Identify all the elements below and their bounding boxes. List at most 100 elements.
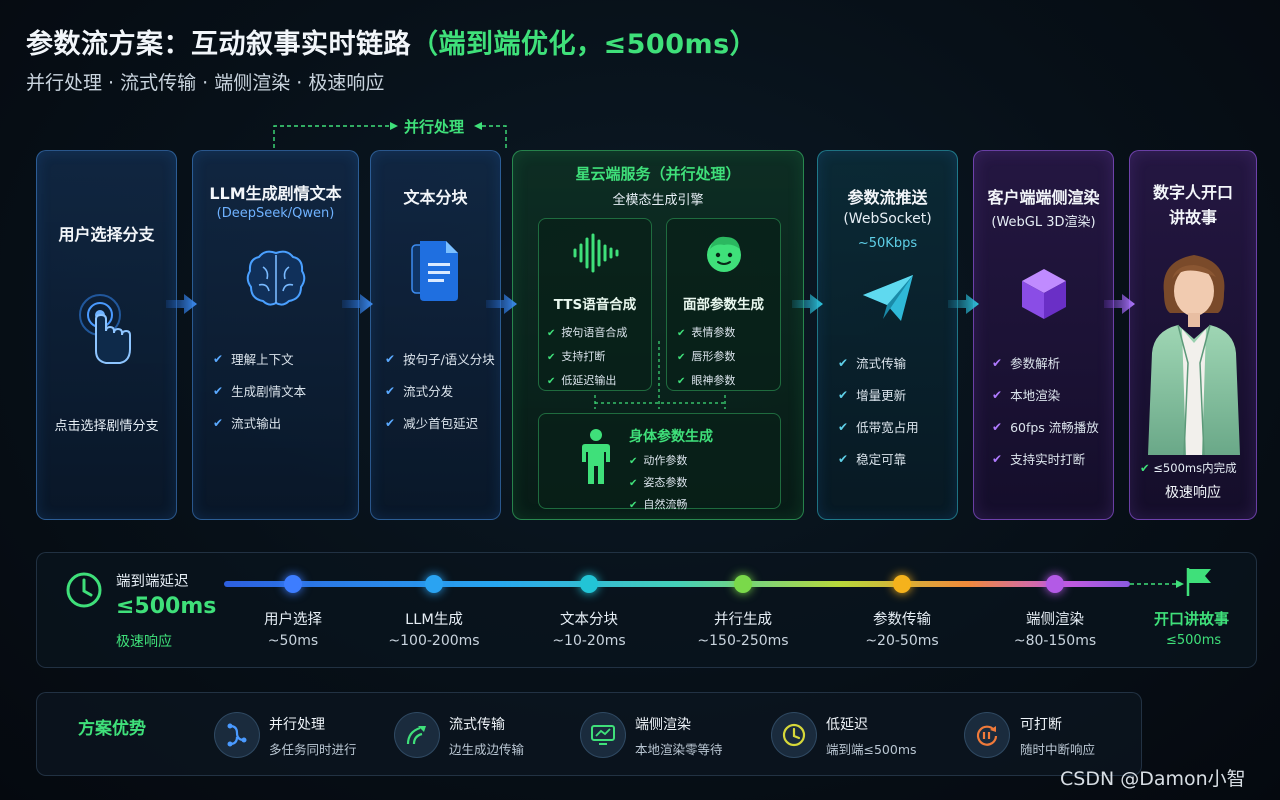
list-item: ✔低带宽占用: [838, 419, 919, 436]
flow-arrow-icon: [792, 294, 823, 314]
llm-bullets: ✔理解上下文 ✔生成剧情文本 ✔流式输出: [213, 349, 306, 445]
list-item: ✔唇形参数: [677, 350, 736, 363]
list-item: ✔流式分发: [385, 383, 454, 400]
timeline-stage-time: ~20-50ms: [865, 633, 939, 649]
tts-bullets: ✔按句语音合成 ✔支持打断 ✔低延迟输出: [547, 324, 627, 396]
avatar: [1144, 243, 1244, 459]
flow-arrow-icon: [486, 294, 517, 314]
list-item: ✔流式传输: [838, 355, 907, 372]
face-bullets: ✔表情参数 ✔唇形参数 ✔眼神参数: [677, 324, 735, 396]
tts-subcard: TTS语音合成 ✔按句语音合成 ✔支持打断 ✔低延迟输出: [538, 218, 652, 391]
face-icon: [702, 231, 746, 279]
card-subtitle: 全模态生成引擎: [612, 193, 704, 208]
clock-icon: [771, 712, 817, 758]
card-title-line2: 讲故事: [1168, 208, 1217, 227]
stream-icon: [394, 712, 440, 758]
advantage-name: 端侧渲染: [635, 717, 691, 733]
advantage-name: 流式传输: [449, 717, 505, 733]
list-item: ✔按句子/语义分块: [385, 351, 495, 368]
list-item: ✔眼神参数: [677, 374, 736, 387]
cloud-service-card: 星云端服务（并行处理） 全模态生成引擎 TTS语音合成 ✔按句语音合成 ✔支持打…: [512, 150, 804, 520]
sub-title: 面部参数生成: [683, 297, 764, 313]
text-split-card: 文本分块 ✔按句子/语义分块 ✔流式分发 ✔减少首包延迟: [370, 150, 501, 520]
latency-label: 端到端延迟: [116, 574, 189, 590]
card-desc: 点击选择剧情分支: [54, 419, 159, 434]
timeline-stage-time: ~80-150ms: [1013, 633, 1097, 649]
list-item: ✔自然流畅: [629, 498, 688, 511]
list-item: ✔60fps 流畅播放: [992, 419, 1099, 436]
cube-icon: [1019, 267, 1069, 325]
stream-bullets: ✔流式传输 ✔增量更新 ✔低带宽占用 ✔稳定可靠: [838, 353, 919, 481]
latency-note: 极速响应: [116, 634, 172, 650]
sub-title: TTS语音合成: [553, 297, 637, 313]
sub-title: 身体参数生成: [629, 429, 713, 445]
body-bullets: ✔动作参数 ✔姿态参数 ✔自然流畅: [629, 452, 687, 518]
card-subtitle: (DeepSeek/Qwen): [216, 206, 335, 221]
clock-icon: [66, 572, 102, 608]
flag-icon: [1186, 568, 1211, 596]
flow-arrow-icon: [1104, 294, 1135, 314]
flow-arrow-icon: [166, 294, 197, 314]
text-split-bullets: ✔按句子/语义分块 ✔流式分发 ✔减少首包延迟: [385, 349, 495, 445]
document-icon: [408, 239, 464, 311]
fast-response-label: 极速响应: [1165, 485, 1221, 501]
list-item: ✔按句语音合成: [547, 326, 628, 339]
timeline-track: [224, 580, 1184, 588]
user-choice-card: 用户选择分支 点击选择剧情分支: [36, 150, 177, 520]
subcard-connectors: [594, 341, 726, 409]
timeline-stage-name: 端侧渲染: [1026, 612, 1084, 628]
timeline-end-name: 开口讲故事: [1154, 610, 1230, 628]
card-subtitle: (WebSocket): [843, 211, 932, 227]
timeline-stage-name: 并行生成: [714, 612, 772, 628]
client-bullets: ✔参数解析 ✔本地渲染 ✔60fps 流畅播放 ✔支持实时打断: [992, 353, 1099, 481]
advantage-desc: 本地渲染零等待: [635, 742, 723, 757]
check-icon: ✔: [1140, 461, 1150, 475]
done-badge: ✔ ≤500ms内完成: [1140, 461, 1237, 475]
bandwidth-label: ~50Kbps: [857, 236, 918, 251]
watermark: CSDN @Damon小智: [1060, 768, 1246, 790]
latency-value: ≤500ms: [116, 594, 217, 619]
card-title: 用户选择分支: [58, 225, 155, 244]
list-item: ✔参数解析: [992, 355, 1061, 372]
timeline-dot: [734, 575, 752, 593]
list-item: ✔本地渲染: [992, 387, 1061, 404]
list-item: ✔支持实时打断: [992, 451, 1086, 468]
page-title: 参数流方案：互动叙事实时链路（端到端优化，≤500ms）: [26, 22, 757, 61]
monitor-icon: [580, 712, 626, 758]
latency-timeline: [36, 552, 1257, 668]
advantage-desc: 端到端≤500ms: [826, 742, 917, 757]
hand-pointer-icon: [72, 291, 142, 375]
brain-icon: [245, 247, 307, 313]
title-main: 参数流方案：互动叙事实时链路: [26, 29, 411, 60]
card-title: LLM生成剧情文本: [209, 184, 342, 203]
card-title: 客户端端侧渲染: [987, 188, 1100, 207]
list-item: ✔稳定可靠: [838, 451, 907, 468]
advantage-name: 低延迟: [826, 717, 868, 733]
timeline-stage-name: 用户选择: [264, 612, 322, 628]
body-icon: [579, 428, 613, 490]
list-item: ✔理解上下文: [213, 351, 294, 368]
card-title-line1: 数字人开口: [1152, 183, 1233, 202]
list-item: ✔姿态参数: [629, 476, 688, 489]
timeline-stage-name: LLM生成: [405, 612, 463, 628]
title-highlight: （端到端优化，≤500ms）: [411, 29, 758, 60]
parallel-icon: [214, 712, 260, 758]
advantages-title: 方案优势: [78, 719, 146, 739]
list-item: ✔减少首包延迟: [385, 415, 479, 432]
flow-arrow-icon: [948, 294, 979, 314]
paper-plane-icon: [861, 273, 915, 327]
advantage-name: 并行处理: [269, 717, 325, 733]
list-item: ✔低延迟输出: [547, 374, 617, 387]
list-item: ✔生成剧情文本: [213, 383, 307, 400]
parallel-label: 并行处理: [404, 118, 465, 136]
timeline-stage-name: 参数传输: [873, 612, 931, 628]
advantage-desc: 边生成边传输: [449, 742, 525, 757]
page-subtitle: 并行处理 · 流式传输 · 端侧渲染 · 极速响应: [26, 72, 385, 94]
list-item: ✔动作参数: [629, 454, 688, 467]
list-item: ✔表情参数: [677, 326, 736, 339]
advantage-name: 可打断: [1020, 717, 1062, 733]
timeline-stage-name: 文本分块: [560, 612, 618, 628]
face-subcard: 面部参数生成 ✔表情参数 ✔唇形参数 ✔眼神参数: [666, 218, 781, 391]
timeline-stage-time: ~150-250ms: [697, 633, 789, 649]
card-subtitle: (WebGL 3D渲染): [991, 215, 1096, 230]
